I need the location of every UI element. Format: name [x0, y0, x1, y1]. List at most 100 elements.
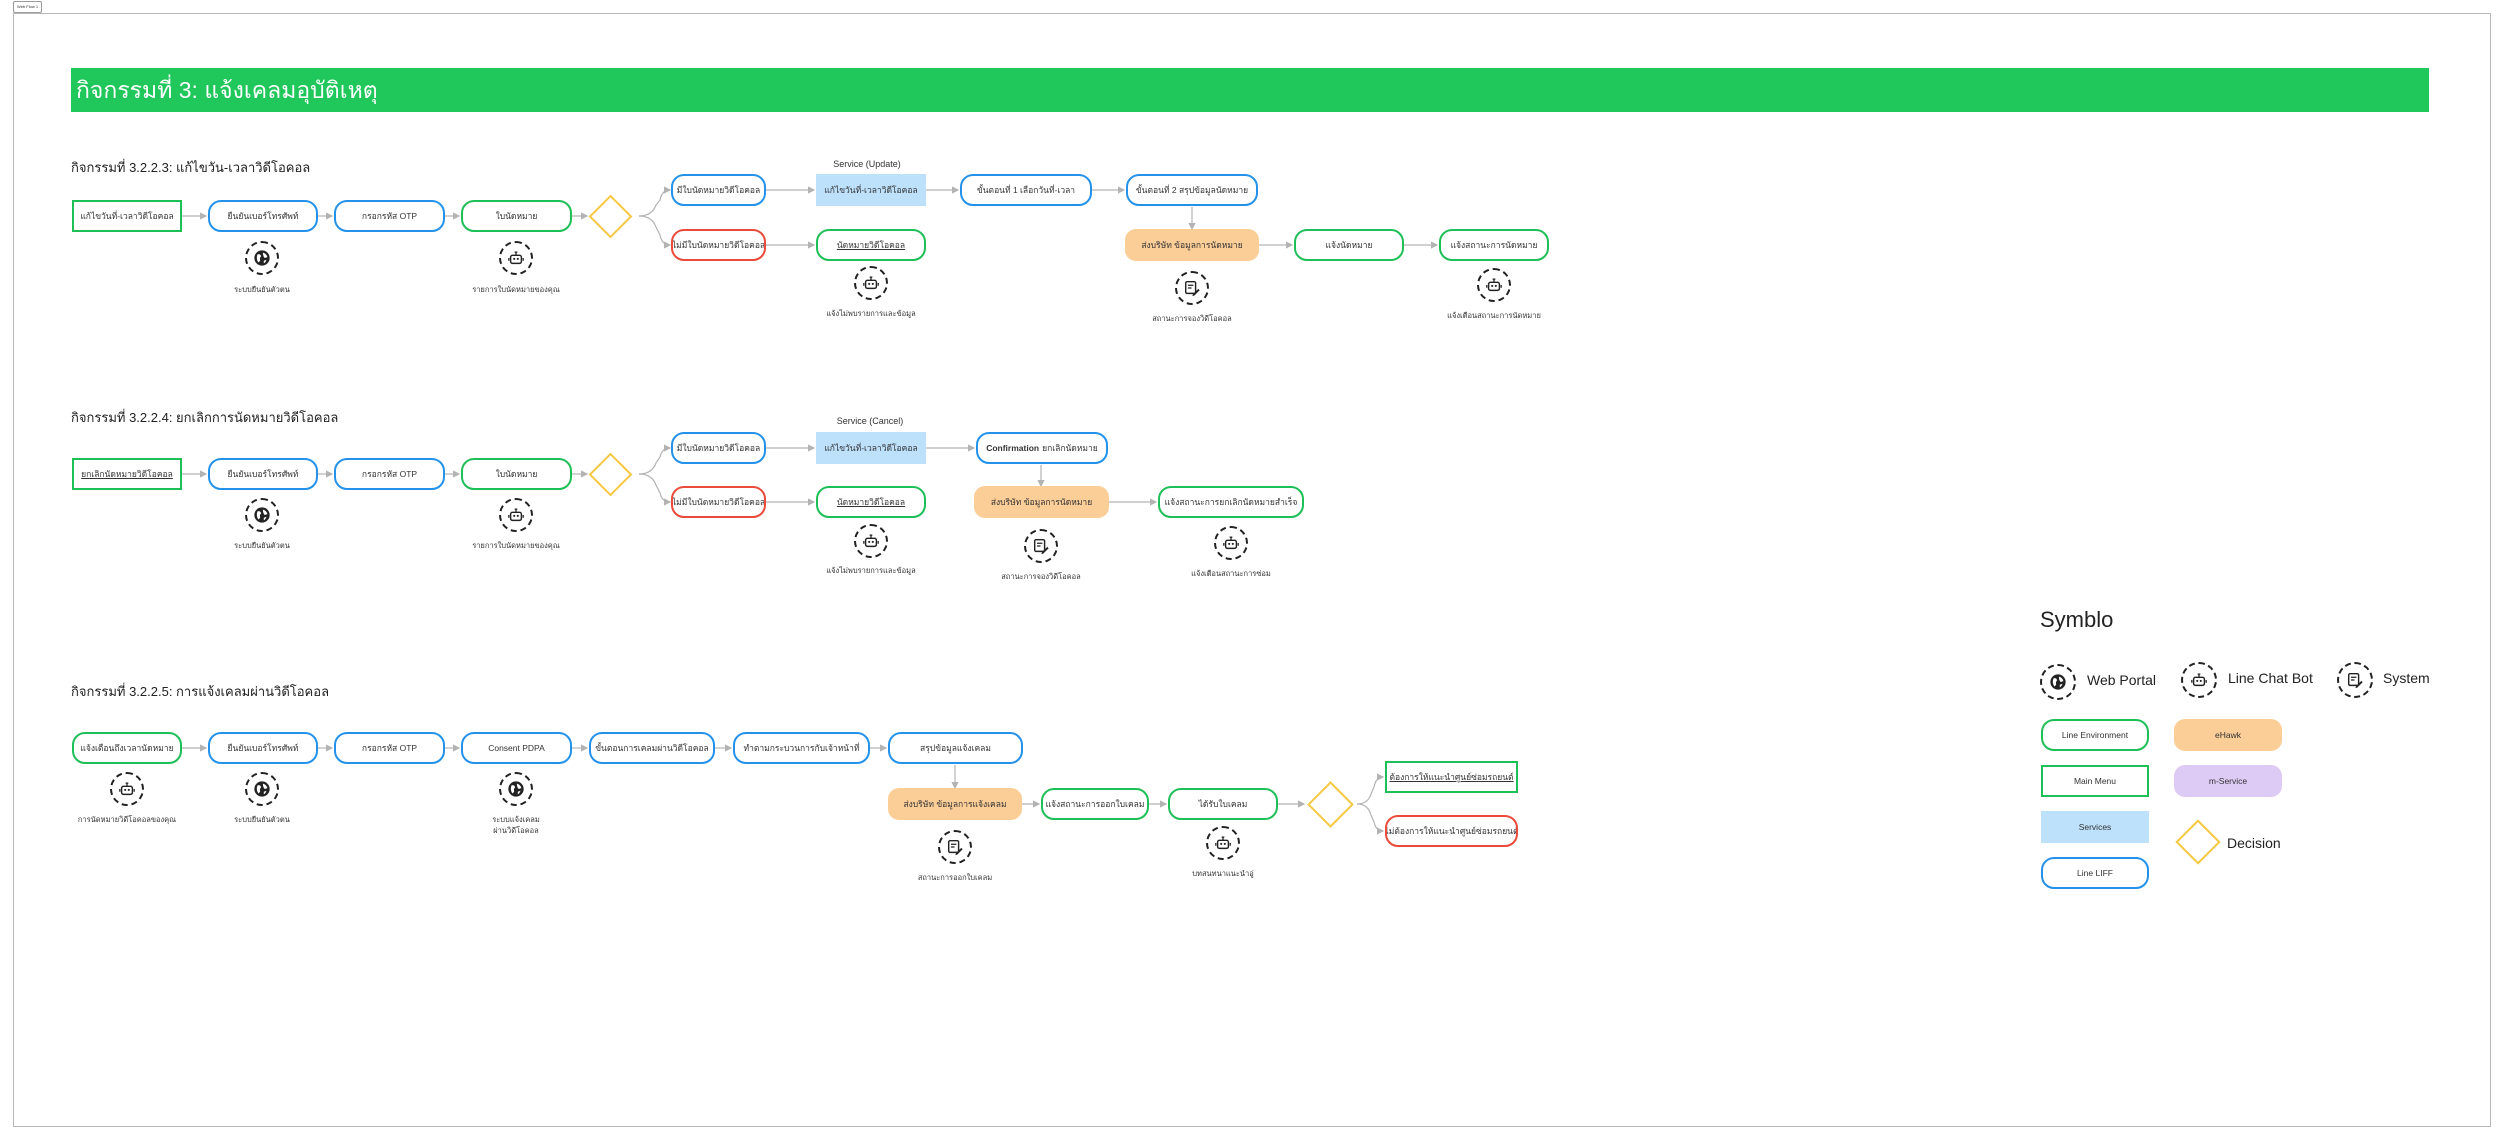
line-environment-node[interactable]: แจ้งสถานะการยกเลิกนัดหมายสำเร็จ	[1158, 486, 1304, 518]
liff-node[interactable]: กรอกรหัส OTP	[334, 458, 445, 490]
line-environment-node[interactable]: ใบนัดหมาย	[461, 458, 572, 490]
error-node[interactable]: ไม่มีใบนัดหมายวิดีโอคอล	[671, 229, 766, 261]
web-portal-icon	[245, 498, 279, 532]
node-label: แจ้งสถานะการนัดหมาย	[1450, 240, 1538, 250]
caption: สถานะการออกใบเคลม	[917, 873, 993, 882]
caption: บทสนทนาแนะนำอู่	[1192, 869, 1254, 878]
node-label: ยืนยันเบอร์โทรศัพท์	[227, 211, 299, 221]
caption: ผ่านวิดีโอคอล	[493, 826, 539, 835]
node-label: ไม่ต้องการให้แนะนำศูนย์ซ่อมรถยนต์	[1385, 826, 1518, 836]
line-chat-bot-icon	[110, 772, 144, 806]
liff-node[interactable]: ยืนยันเบอร์โทรศัพท์	[208, 458, 318, 490]
web-portal-icon	[245, 241, 279, 275]
liff-node[interactable]: ยืนยันเบอร์โทรศัพท์	[208, 732, 318, 764]
ehawk-node[interactable]: ส่งบริษัท ข้อมูลการนัดหมาย	[1125, 229, 1259, 261]
main-menu-node[interactable]: แก้ไขวันที่-เวลาวิดีโอคอล	[72, 200, 182, 232]
line-chat-bot-icon	[1477, 268, 1511, 302]
liff-node[interactable]: สรุปข้อมูลแจ้งเคลม	[888, 732, 1023, 764]
line-chat-bot-icon	[1214, 526, 1248, 560]
canvas-frame	[13, 13, 2491, 1127]
caption: แจ้งไม่พบรายการและข้อมูล	[826, 309, 916, 318]
liff-node[interactable]: ขั้นตอนที่ 1 เลือกวันที่-เวลา	[960, 174, 1092, 206]
node-label: m-Service	[2208, 776, 2248, 786]
connector	[638, 186, 672, 217]
connector	[1356, 803, 1385, 835]
web-portal-icon	[245, 772, 279, 806]
caption: ระบบยืนยันตัวตน	[234, 541, 290, 550]
web-portal-icon	[499, 772, 533, 806]
caption: การนัดหมายวิดีโอคอลของคุณ	[77, 815, 177, 824]
node-label: Line Environment	[2061, 730, 2129, 740]
caption: ระบบยืนยันตัวตน	[234, 815, 290, 824]
legend-label: Line Chat Bot	[2228, 670, 2313, 686]
liff-node[interactable]: กรอกรหัส OTP	[334, 732, 445, 764]
caption: รายการใบนัดหมายของคุณ	[472, 541, 560, 550]
node-label: นัดหมายวิดีโอคอล	[836, 240, 906, 250]
system-icon	[1024, 529, 1058, 563]
legend-m-service: m-Service	[2174, 765, 2282, 797]
error-node[interactable]: ไม่ต้องการให้แนะนำศูนย์ซ่อมรถยนต์	[1385, 815, 1518, 847]
node-label: Services	[2078, 822, 2112, 832]
node-label: ไม่มีใบนัดหมายวิดีโอคอล	[671, 240, 766, 250]
liff-node[interactable]: กรอกรหัส OTP	[334, 200, 445, 232]
caption: ระบบยืนยันตัวตน	[234, 285, 290, 294]
main-menu-node[interactable]: ต้องการให้แนะนำศูนย์ซ่อมรถยนต์	[1385, 761, 1518, 793]
line-environment-node[interactable]: แจ้งสถานะการนัดหมาย	[1439, 229, 1549, 261]
node-label: ยืนยันเบอร์โทรศัพท์	[227, 469, 299, 479]
ehawk-node[interactable]: ส่งบริษัท ข้อมูลการแจ้งเคลม	[888, 788, 1022, 820]
node-label-bold: Confirmation	[986, 443, 1040, 453]
connector	[638, 444, 672, 475]
frame-tab[interactable]: Web Flow 1	[13, 1, 43, 13]
caption: แจ้งไม่พบรายการและข้อมูล	[826, 566, 916, 575]
node-label: นัดหมายวิดีโอคอล	[836, 497, 906, 507]
node-label: ส่งบริษัท ข้อมูลการนัดหมาย	[1141, 240, 1243, 250]
caption: สถานะการจองวิดีโอคอล	[1152, 314, 1232, 323]
connector	[638, 215, 672, 249]
line-environment-node[interactable]: นัดหมายวิดีโอคอล	[816, 229, 926, 261]
section-title: กิจกรรมที่ 3.2.2.4: ยกเลิกการนัดหมายวิดี…	[71, 410, 339, 425]
node-label: แก้ไขวันที่-เวลาวิดีโอคอล	[80, 211, 174, 221]
liff-node[interactable]: ยืนยันเบอร์โทรศัพท์	[208, 200, 318, 232]
legend-title: Symblo	[2040, 607, 2114, 632]
main-menu-node[interactable]: ยกเลิกนัดหมายวิดีโอคอล	[72, 458, 182, 490]
liff-node[interactable]: มีใบนัดหมายวิดีโอคอล	[671, 174, 766, 206]
node-label: แจ้งสถานะการยกเลิกนัดหมายสำเร็จ	[1164, 497, 1298, 507]
system-icon	[2337, 662, 2373, 698]
line-environment-node[interactable]: แจ้งนัดหมาย	[1294, 229, 1404, 261]
line-environment-node[interactable]: แจ้งเตือนถึงเวลานัดหมาย	[72, 732, 182, 764]
liff-node[interactable]: ทำตามกระบวนการกับเจ้าหน้าที่	[733, 732, 870, 764]
liff-node[interactable]: Consent PDPA	[461, 732, 572, 764]
node-label: eHawk	[2215, 730, 2241, 740]
system-icon	[938, 830, 972, 864]
legend-line-environment: Line Environment	[2041, 719, 2149, 751]
node-label: ส่งบริษัท ข้อมูลการแจ้งเคลม	[903, 799, 1007, 809]
legend-line-liff: Line LIFF	[2041, 857, 2149, 889]
caption: ระบบแจ้งเคลม	[492, 815, 540, 824]
line-environment-node[interactable]: แจ้งสถานะการออกใบเคลม	[1041, 788, 1149, 820]
section-title: กิจกรรมที่ 3.2.2.3: แก้ไขวัน-เวลาวิดีโอค…	[71, 160, 311, 175]
line-environment-node[interactable]: ได้รับใบเคลม	[1168, 788, 1278, 820]
node-label: ยืนยันเบอร์โทรศัพท์	[227, 743, 299, 753]
line-chat-bot-icon	[499, 498, 533, 532]
node-label: Line LIFF	[2077, 868, 2113, 878]
node-label: ได้รับใบเคลม	[1198, 799, 1248, 809]
liff-node[interactable]: มีใบนัดหมายวิดีโอคอล	[671, 432, 766, 464]
line-chat-bot-icon	[854, 524, 888, 558]
caption: รายการใบนัดหมายของคุณ	[472, 285, 560, 294]
node-label: Main Menu	[2073, 776, 2117, 786]
node-label: ขั้นตอนที่ 1 เลือกวันที่-เวลา	[976, 185, 1076, 195]
error-node[interactable]: ไม่มีใบนัดหมายวิดีโอคอล	[671, 486, 766, 518]
node-label: ใบนัดหมาย	[495, 211, 538, 221]
service-node[interactable]: แก้ไขวันที่-เวลาวิดีโอคอล	[816, 432, 926, 464]
ehawk-node[interactable]: ส่งบริษัท ข้อมูลการนัดหมาย	[974, 486, 1109, 518]
caption: แจ้งเตือนสถานะการนัดหมาย	[1447, 311, 1541, 320]
system-icon	[1175, 271, 1209, 305]
section-title: กิจกรรมที่ 3.2.2.5: การแจ้งเคลมผ่านวิดีโ…	[71, 684, 330, 699]
line-environment-node[interactable]: นัดหมายวิดีโอคอล	[816, 486, 926, 518]
liff-node[interactable]: ขั้นตอนการเคลมผ่านวิดีโอคอล	[589, 732, 715, 764]
service-node[interactable]: แก้ไขวันที่-เวลาวิดีโอคอล	[816, 174, 926, 206]
liff-node[interactable]: ขั้นตอนที่ 2 สรุปข้อมูลนัดหมาย	[1126, 174, 1258, 206]
line-environment-node[interactable]: ใบนัดหมาย	[461, 200, 572, 232]
